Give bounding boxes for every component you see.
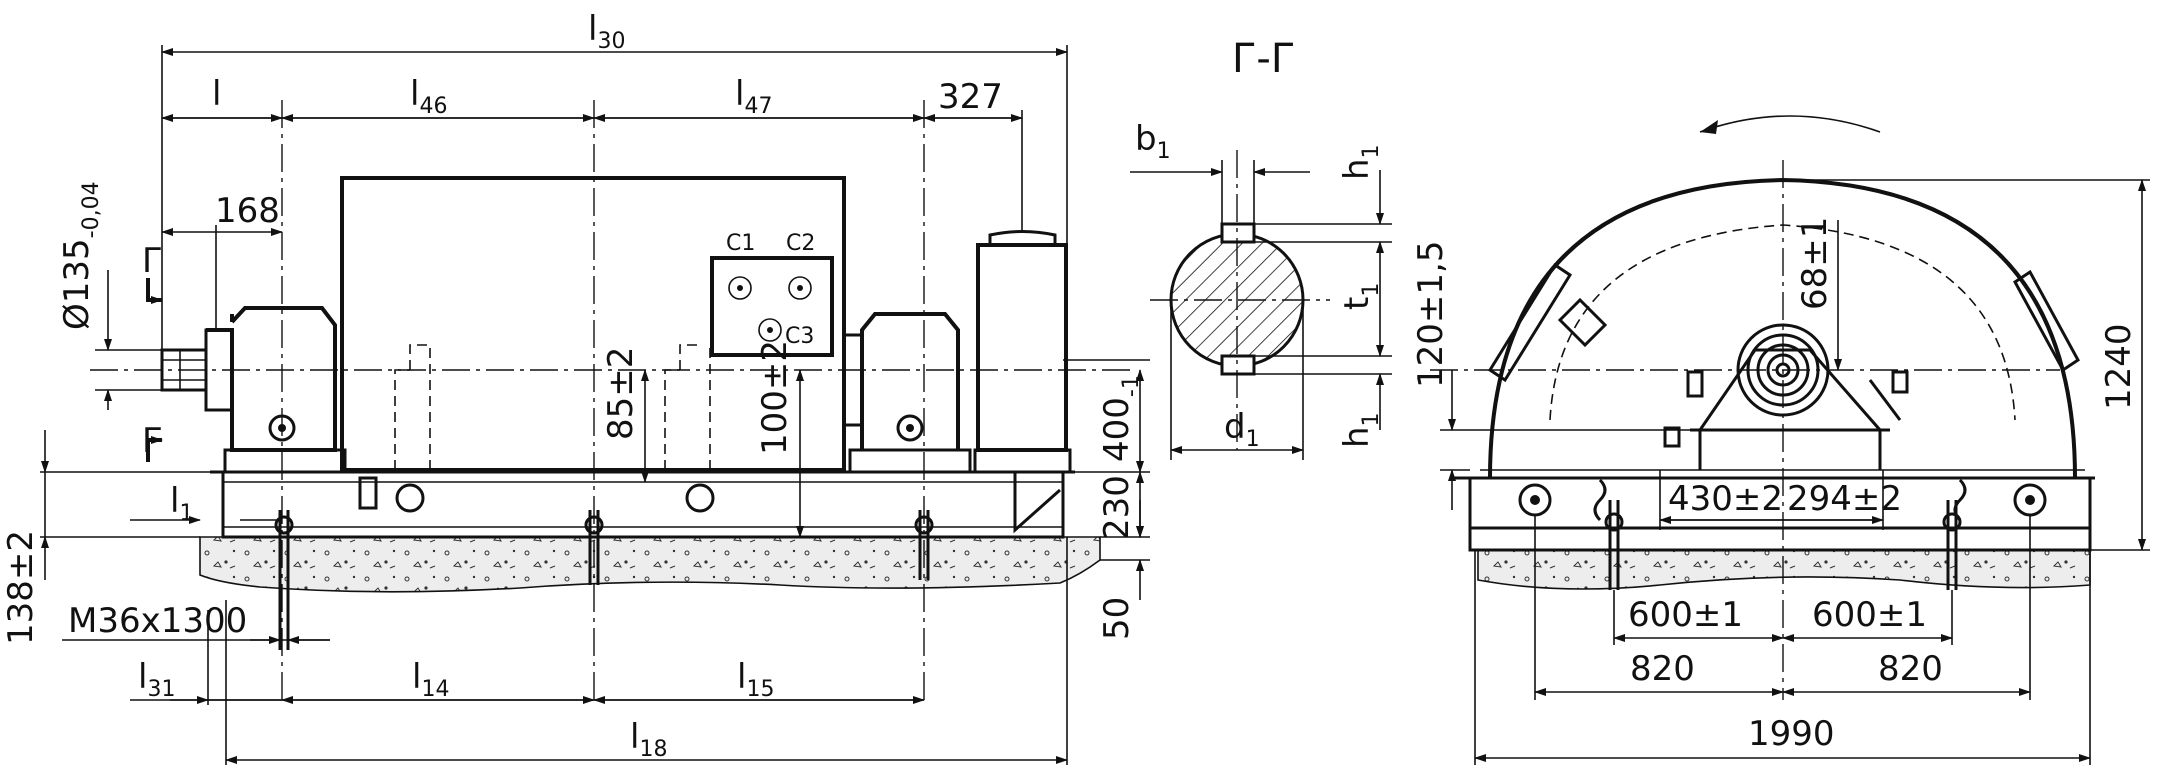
left-bracket xyxy=(1487,262,1573,383)
dim-168: 168 xyxy=(215,191,280,231)
dim-l30: l30 xyxy=(588,9,625,54)
terminal-c3-label: C3 xyxy=(785,324,814,349)
dim-430: 430±2 xyxy=(1668,479,1783,519)
end-foundation xyxy=(1477,549,2091,590)
dim-120: 120±1,5 xyxy=(1411,241,1451,388)
dim-l1: l1 xyxy=(170,481,193,526)
dim-shaft-diameter: Ø135-0,04 xyxy=(57,181,104,330)
svg-text:Г: Г xyxy=(142,421,163,461)
dim-230: 230 xyxy=(1097,475,1137,540)
dim-l18: l18 xyxy=(630,717,667,762)
dim-50: 50 xyxy=(1097,597,1137,640)
rotation-arrow xyxy=(1699,115,1881,133)
dim-820-left: 820 xyxy=(1630,649,1695,689)
dim-h1-top: h1 xyxy=(1337,144,1384,180)
foundation-slab xyxy=(199,536,1101,593)
right-bracket xyxy=(2013,269,2080,373)
dim-85: 85±2 xyxy=(601,347,641,440)
terminal-box xyxy=(710,256,834,357)
dim-l14: l14 xyxy=(412,657,449,702)
dim-d1: d1 xyxy=(1224,407,1260,452)
dim-l15: l15 xyxy=(737,657,774,702)
dim-327: 327 xyxy=(938,77,1003,117)
dim-h1-bottom: h1 xyxy=(1337,412,1384,448)
terminal-c1-label: C1 xyxy=(726,231,755,256)
side-view: C1 C2 C3 xyxy=(1,9,1150,765)
dim-bolt: M36x1300 xyxy=(68,601,247,641)
section-mark-top: Г xyxy=(142,241,163,304)
dim-l47: l47 xyxy=(735,74,772,119)
right-bearing xyxy=(842,312,972,474)
dim-400: 400-1 xyxy=(1097,375,1144,462)
dim-1990: 1990 xyxy=(1748,714,1835,754)
dim-t1: t1 xyxy=(1337,283,1384,310)
foundation-bolts xyxy=(274,476,934,650)
exciter-housing xyxy=(973,230,1072,534)
key-bottom xyxy=(1220,354,1256,376)
dim-l: l xyxy=(212,74,221,114)
terminal-c3 xyxy=(758,318,782,342)
section-title: Г-Г xyxy=(1232,36,1295,82)
dim-600-right: 600±1 xyxy=(1812,595,1927,635)
section-mark-bottom: Г xyxy=(142,421,163,462)
svg-text:Г: Г xyxy=(142,241,163,281)
dim-600-left: 600±1 xyxy=(1628,595,1743,635)
terminal-c2 xyxy=(788,276,812,300)
end-bolts xyxy=(1518,478,2047,590)
key-top xyxy=(1220,222,1256,244)
dim-820-right: 820 xyxy=(1878,649,1943,689)
dim-68: 68±1 xyxy=(1795,217,1835,310)
dim-1240: 1240 xyxy=(2099,323,2139,410)
left-bearing xyxy=(160,306,347,474)
terminal-c1 xyxy=(728,276,752,300)
motor-body xyxy=(340,176,846,472)
dim-b1: b1 xyxy=(1135,119,1171,164)
section-view: Г-Г b1 h1 t1 h1 d1 xyxy=(1130,36,1392,460)
dim-l46: l46 xyxy=(410,74,447,119)
end-view: 120±1,5 68±1 1240 430±2 294±2 600±1 600±… xyxy=(1411,115,2150,765)
dim-294: 294±2 xyxy=(1787,479,1902,519)
dim-138: 138±2 xyxy=(1,530,41,645)
dim-l31: l31 xyxy=(138,657,175,702)
dim-100: 100±2 xyxy=(755,340,795,455)
terminal-c2-label: C2 xyxy=(786,231,815,256)
